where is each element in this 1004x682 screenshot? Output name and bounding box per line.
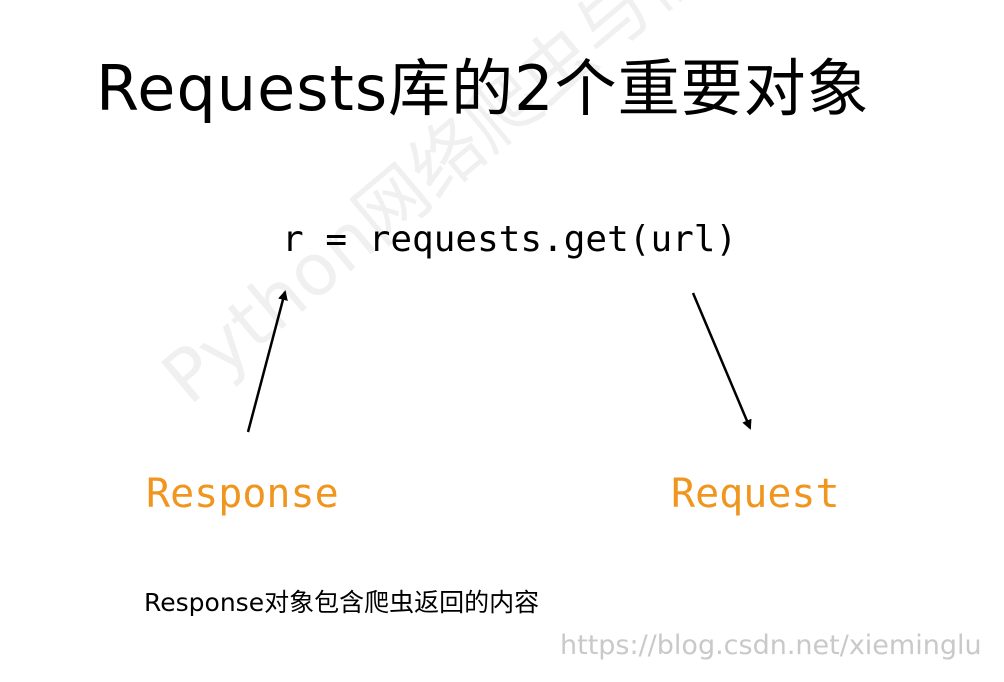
watermark-url: https://blog.csdn.net/xieminglu [560,630,982,661]
arrow-to-request [691,292,752,430]
response-label: Response [146,471,339,517]
caption: Response对象包含爬虫返回的内容 [144,588,540,617]
request-label: Request [671,471,840,517]
slide-title: Requests库的2个重要对象 [96,52,870,125]
code-line: r = requests.get(url) [282,219,738,260]
